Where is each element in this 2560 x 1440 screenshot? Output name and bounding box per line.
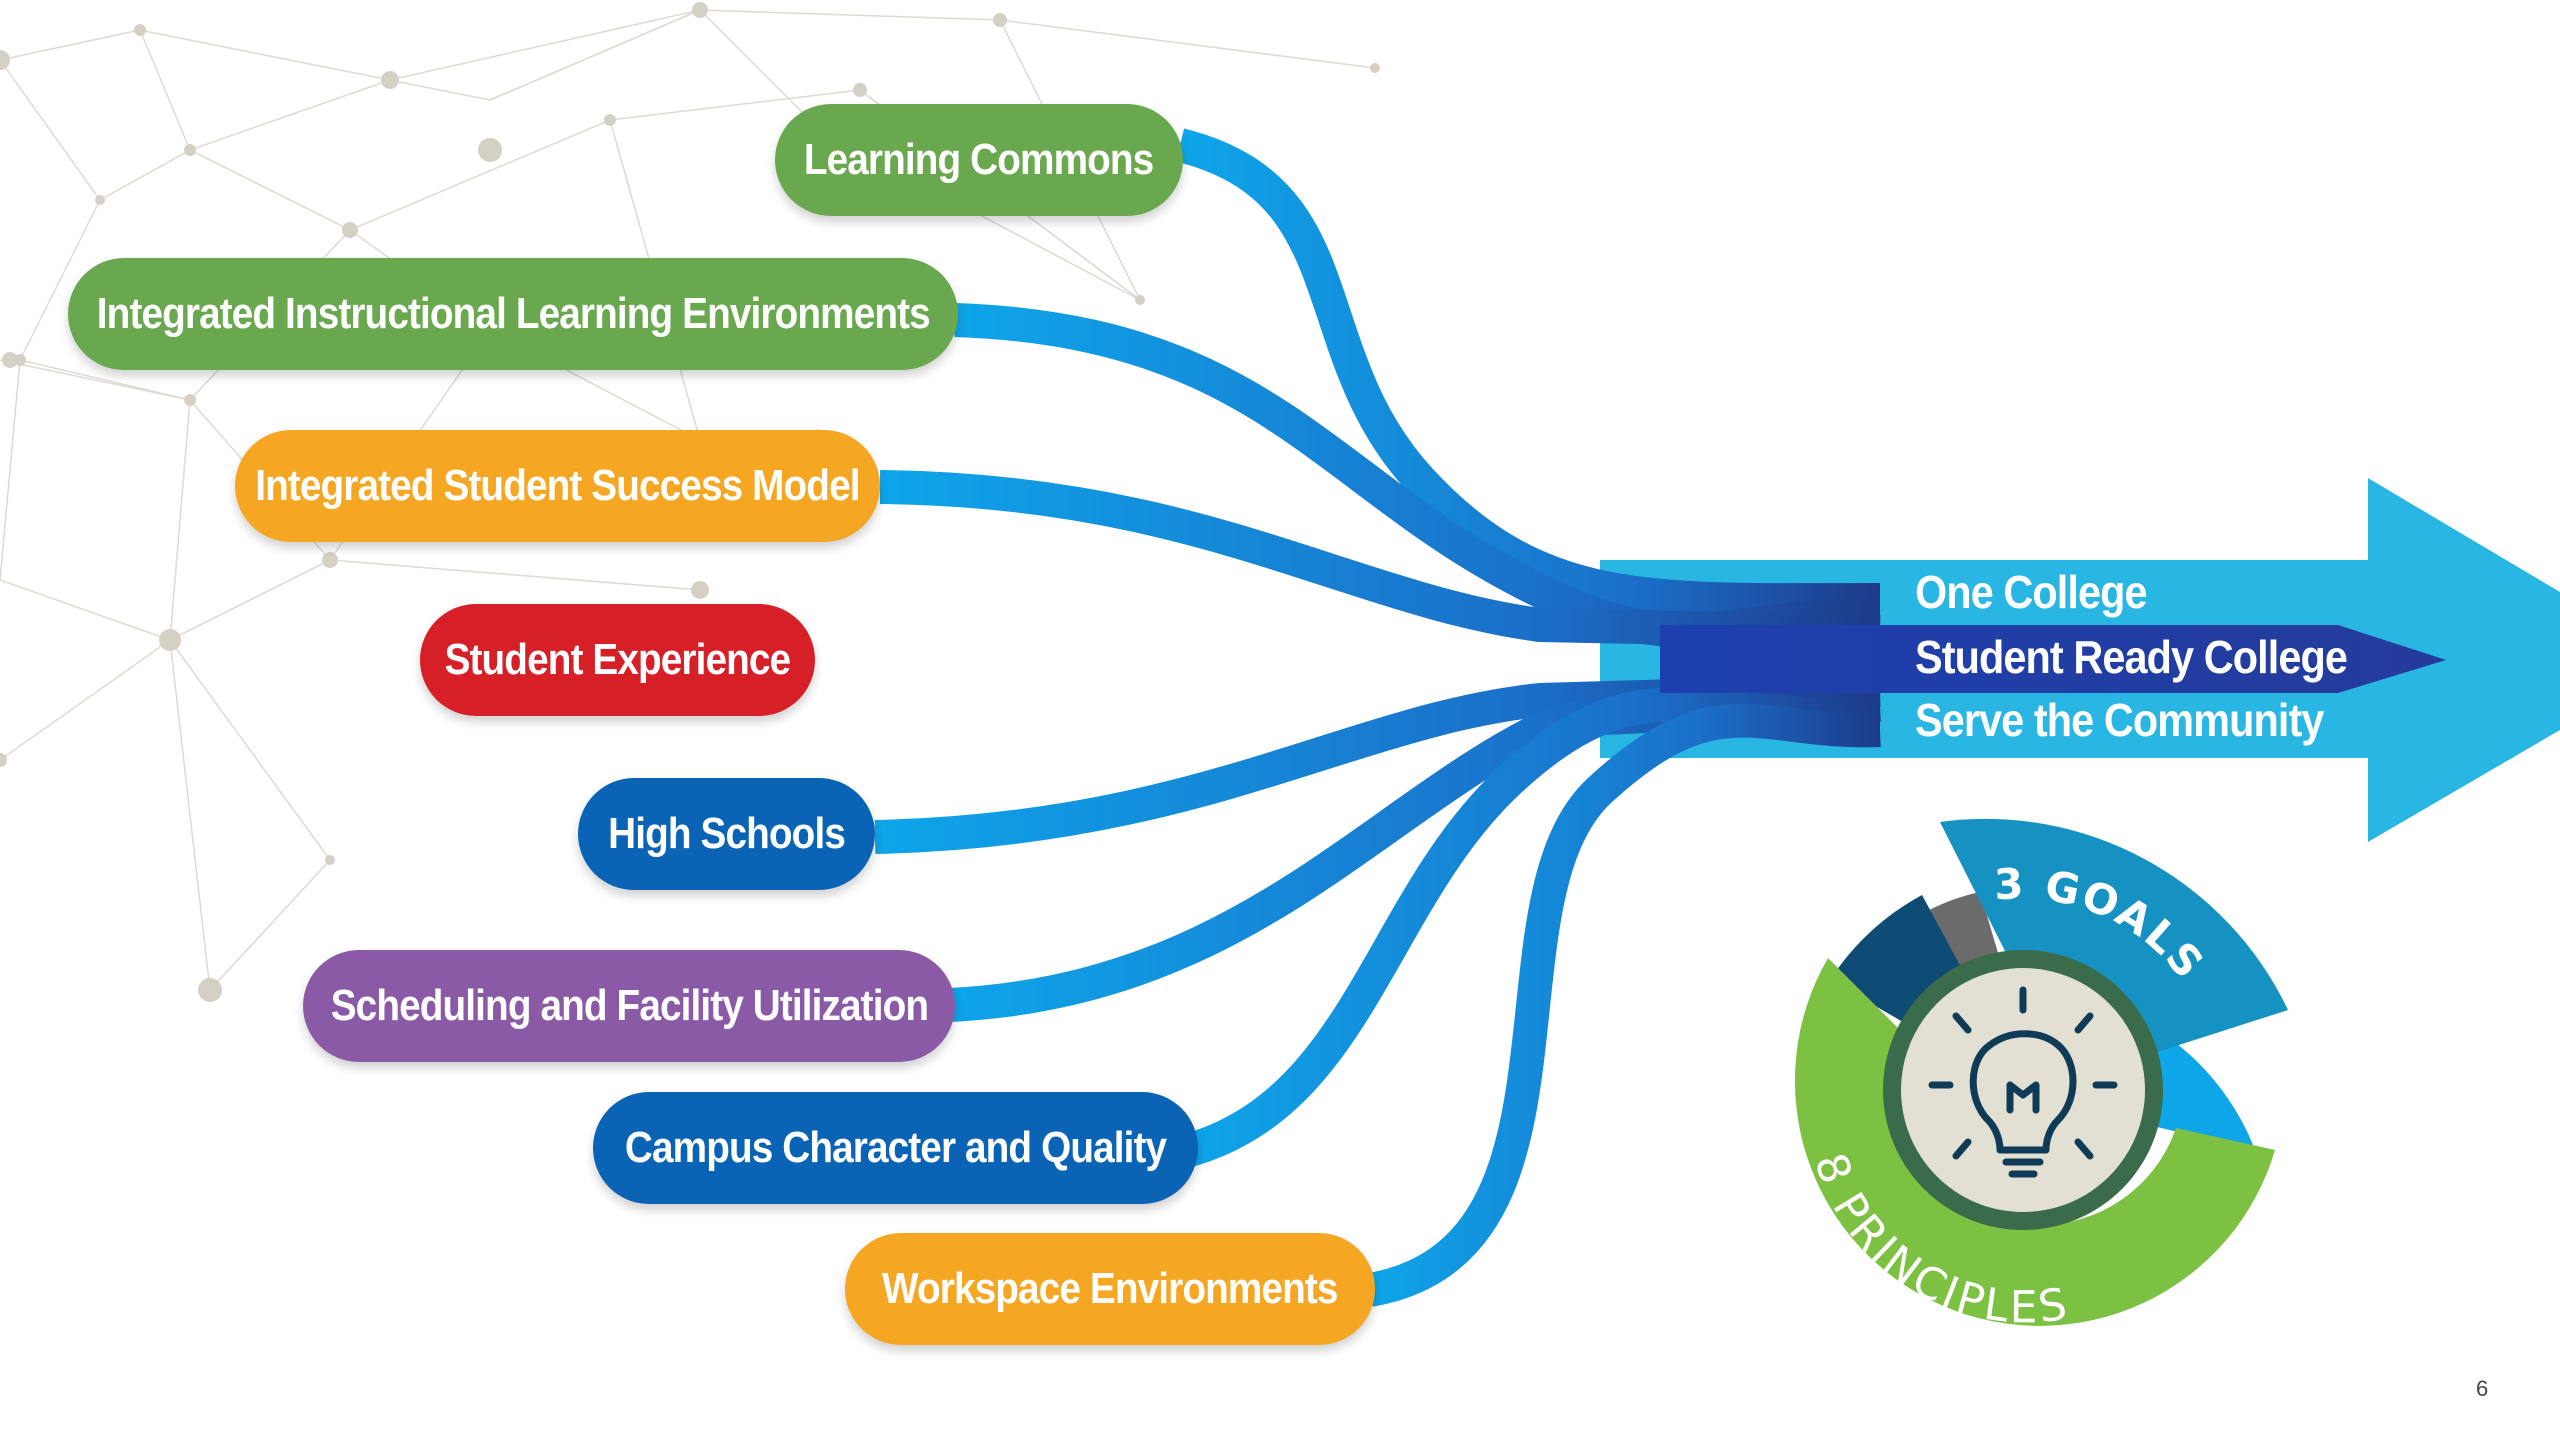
goal-student-ready-college: Student Ready College xyxy=(1915,631,2348,683)
stream-group xyxy=(815,128,1881,1307)
stream-learning-commons xyxy=(1175,128,1881,618)
initiative-high-schools[interactable]: High Schools xyxy=(578,778,875,890)
lightbulb-icon xyxy=(1928,986,2118,1178)
initiative-learning-commons[interactable]: Learning Commons xyxy=(775,104,1183,216)
initiative-campus-character[interactable]: Campus Character and Quality xyxy=(593,1092,1198,1204)
stream-workspace xyxy=(1366,703,1881,1307)
goals-segment-teal xyxy=(1940,818,2288,1080)
stream-scheduling xyxy=(949,688,1881,1022)
initiative-label: Campus Character and Quality xyxy=(624,1123,1167,1172)
initiative-label: Integrated Student Success Model xyxy=(255,461,860,510)
goal-serve-community: Serve the Community xyxy=(1915,694,2324,746)
initiative-scheduling-facility[interactable]: Scheduling and Facility Utilization xyxy=(303,950,955,1062)
initiative-label: Workspace Environments xyxy=(882,1264,1338,1313)
initiative-student-success-model[interactable]: Integrated Student Success Model xyxy=(235,430,880,542)
page-number: 6 xyxy=(2476,1376,2489,1401)
principles-emblem: 3 GOALS 8 PRINCIPLES xyxy=(1794,818,2288,1333)
initiative-instructional-environments[interactable]: Integrated Instructional Learning Enviro… xyxy=(68,258,958,370)
initiative-label: Student Experience xyxy=(444,635,792,684)
goal-one-college: One College xyxy=(1915,566,2148,618)
principles-ring xyxy=(1794,958,2275,1326)
initiative-workspace-environments[interactable]: Workspace Environments xyxy=(845,1233,1375,1345)
stream-high-schools xyxy=(874,673,1881,854)
inner-arrow xyxy=(1660,625,2446,693)
initiative-label: Integrated Instructional Learning Enviro… xyxy=(96,289,931,338)
stream-student-success xyxy=(879,470,1881,649)
initiative-label: Learning Commons xyxy=(804,135,1154,184)
initiative-label: High Schools xyxy=(608,809,846,858)
initiative-student-experience[interactable]: Student Experience xyxy=(420,604,815,716)
initiative-label: Scheduling and Facility Utilization xyxy=(330,981,928,1030)
network-nodes xyxy=(0,2,1380,1002)
